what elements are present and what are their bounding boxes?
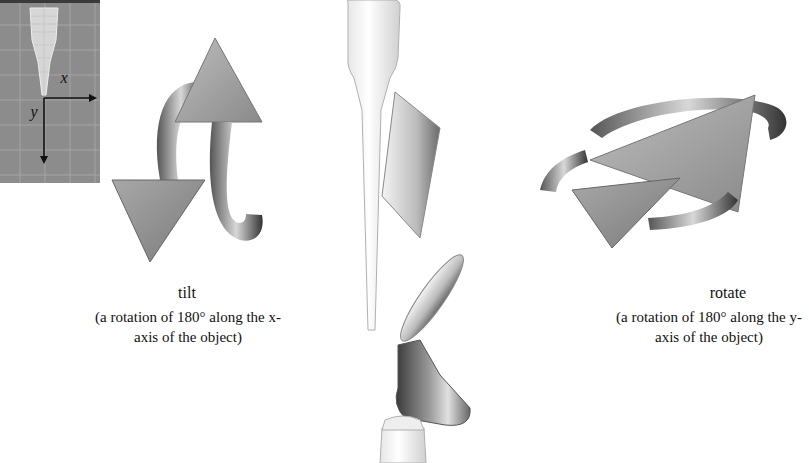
figure-label: tilt [157, 283, 217, 303]
tilted-object [347, 0, 472, 463]
figure-caption: (a rotation of 180° along the x-axis of … [92, 307, 284, 347]
figure-caption: (a rotation of 180° along the y-axis of … [613, 307, 805, 347]
rotate-arrows [540, 95, 786, 248]
inset-screenshot [0, 0, 100, 183]
axis-label: y [26, 102, 42, 122]
figure-label: rotate [688, 283, 768, 303]
axis-label: x [56, 68, 72, 88]
tilt-arrows [112, 38, 263, 262]
